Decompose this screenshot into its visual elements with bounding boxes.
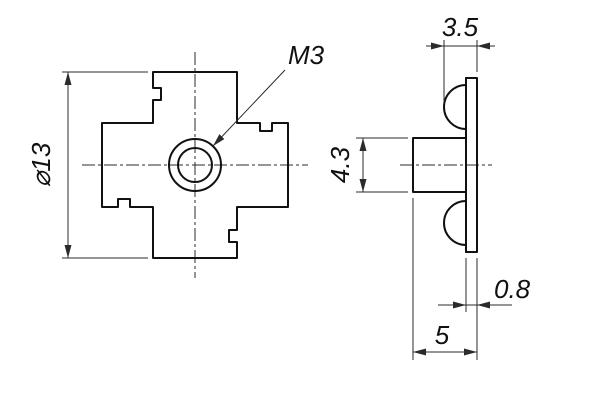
hole-inner-circle: [177, 147, 213, 183]
label-flange-diameter: ⌀13: [26, 142, 56, 187]
label-flange-thickness: 0.8: [494, 274, 531, 304]
label-thread-callout: M3: [288, 40, 325, 70]
front-outline: [101, 71, 289, 259]
dim-barrel-od: 4.3: [325, 137, 408, 193]
top-prong-profile: [443, 84, 467, 130]
dim-prong-depth: 3.5: [426, 12, 495, 101]
dim-thread-callout: M3: [212, 40, 325, 147]
bottom-prong-profile: [443, 200, 467, 246]
label-prong-depth: 3.5: [442, 12, 479, 42]
front-view: [82, 52, 308, 278]
hole-outer-circle: [168, 138, 222, 192]
barrel-profile: [412, 137, 467, 193]
label-barrel-od: 4.3: [325, 146, 355, 183]
dim-flange-thickness: 0.8: [438, 258, 531, 360]
side-view: [400, 77, 492, 253]
dim-flange-diameter: ⌀13: [26, 71, 148, 259]
leader-line: [212, 69, 286, 147]
dim-barrel-length: 5: [412, 198, 477, 360]
label-barrel-length: 5: [435, 320, 450, 350]
